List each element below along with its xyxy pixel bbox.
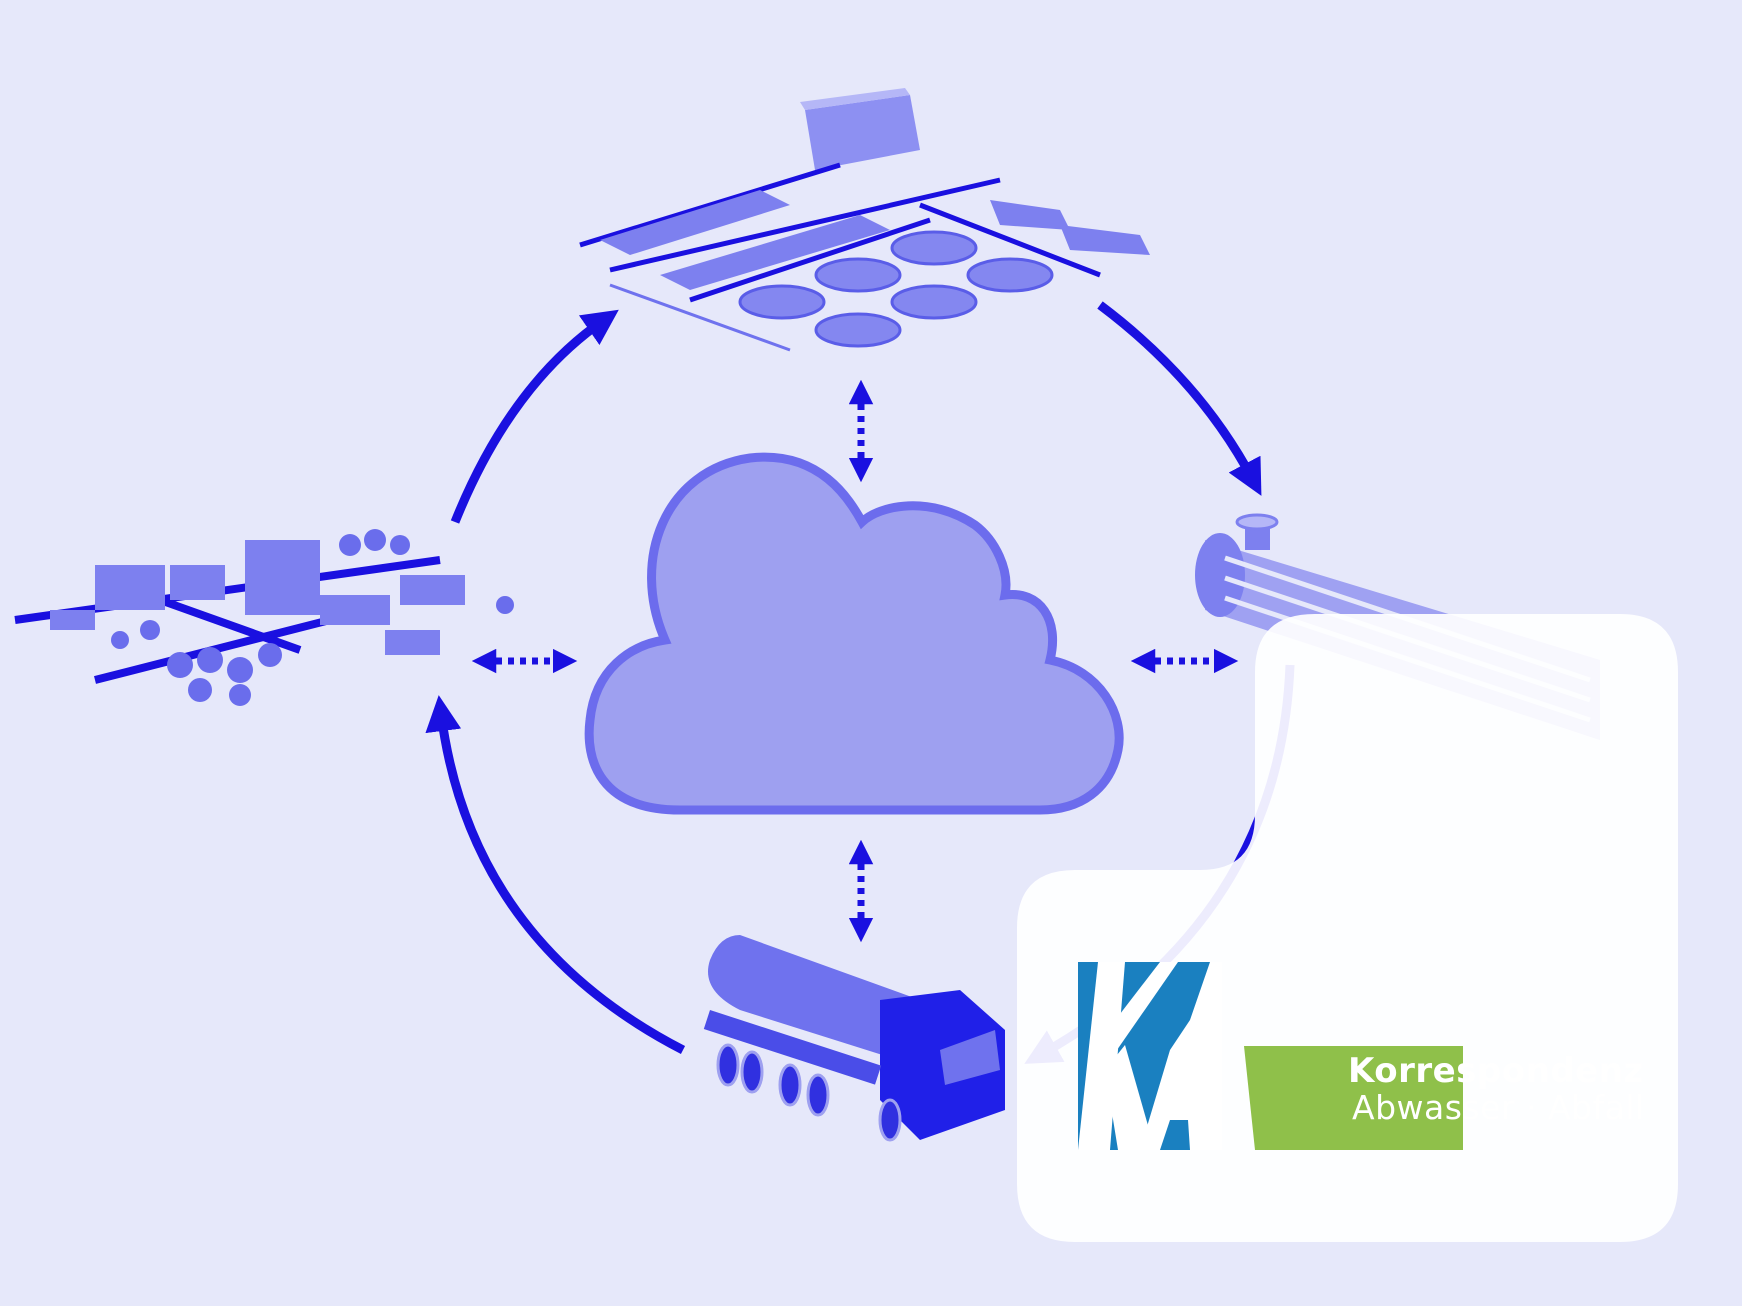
logo-green-box	[1244, 1046, 1463, 1150]
city-illustration	[14, 529, 514, 706]
wastewater-treatment-plant-illustration	[579, 88, 1150, 352]
tanker-truck-illustration	[703, 935, 1005, 1142]
dotted-arrows	[471, 379, 1239, 943]
logo-line-2: Abwasser · Abfall	[1352, 1088, 1645, 1127]
logo-line-1: Korrespondenz	[1348, 1051, 1644, 1091]
ka-logo-mark	[1078, 962, 1222, 1150]
arrow-truck-to-city	[425, 695, 686, 1054]
cloud-icon	[584, 452, 1124, 815]
arrow-plant-to-exchanger	[1097, 301, 1262, 496]
arrow-city-to-plant	[450, 309, 619, 524]
